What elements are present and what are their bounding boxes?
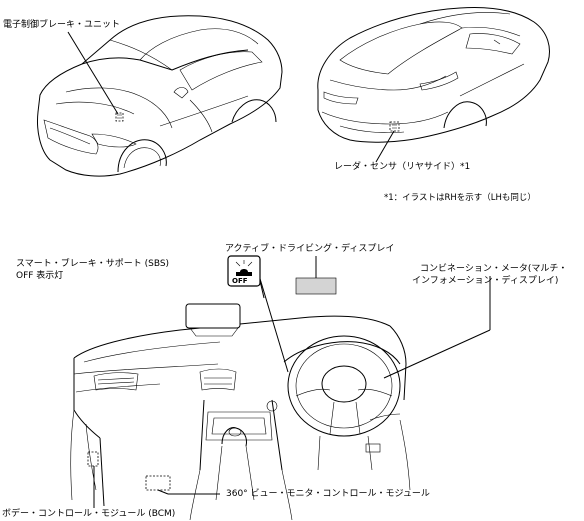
label-ebcm: 電子制御ブレーキ・ユニット <box>3 20 121 30</box>
label-bcm: ボデー・コントロール・モジュール (BCM) <box>2 509 176 519</box>
label-active-driving-display: アクティブ・ドライビング・ディスプレイ <box>225 244 395 254</box>
label-sbs-line1: スマート・ブレーキ・サポート (SBS) <box>16 259 170 269</box>
label-360-view-monitor: 360° ビュー・モニタ・コントロール・モジュール <box>226 489 430 499</box>
sbs-off-indicator-icon: OFF <box>227 255 261 287</box>
rear-car-illustration <box>317 7 550 143</box>
ads-unit-shape <box>295 277 337 295</box>
front-car-illustration <box>37 15 283 177</box>
label-footnote: *1：イラストはRHを示す（LHも同じ） <box>384 193 536 203</box>
dashboard-illustration <box>70 277 411 521</box>
label-radar-sensor: レーダ・センサ（リヤサイド）*1 <box>334 162 471 172</box>
label-meter-line2: インフォメーション・ディスプレイ) <box>412 276 559 286</box>
sbs-off-icon-text: OFF <box>232 277 248 285</box>
label-meter-line1: コンビネーション・メータ(マルチ・ <box>420 264 568 274</box>
label-sbs-line2: OFF 表示灯 <box>16 271 64 281</box>
